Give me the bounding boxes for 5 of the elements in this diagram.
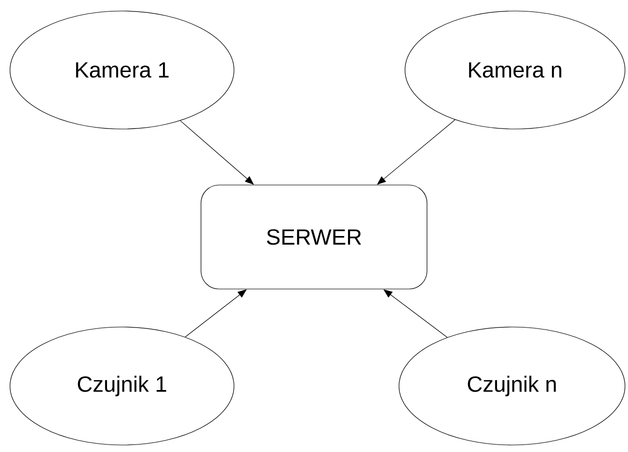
ellipse-node: Kamera 1 bbox=[10, 10, 234, 130]
ellipse-node: Kamera n bbox=[404, 10, 626, 130]
ellipse-node: Czujnik 1 bbox=[10, 326, 234, 446]
ellipse-node: Czujnik n bbox=[398, 326, 626, 446]
server-box: SERWER bbox=[200, 184, 428, 290]
